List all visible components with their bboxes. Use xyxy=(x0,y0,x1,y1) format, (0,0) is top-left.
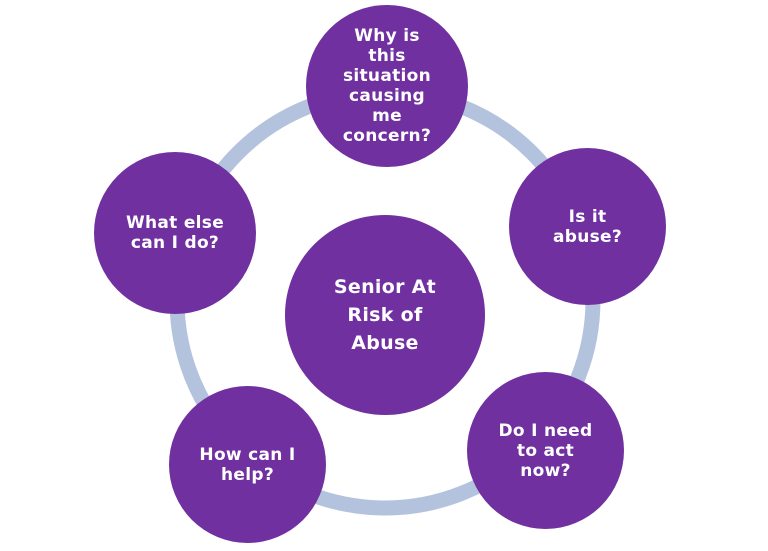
node-how-help-label: How can I help? xyxy=(199,444,296,485)
node-why-concern: Why is this situation causing me concern… xyxy=(306,5,468,167)
node-is-abuse: Is it abuse? xyxy=(509,148,666,305)
node-how-help: How can I help? xyxy=(169,386,326,543)
node-why-concern-label: Why is this situation causing me concern… xyxy=(342,26,432,146)
node-what-else-label: What else can I do? xyxy=(125,213,225,253)
node-is-abuse-label: Is it abuse? xyxy=(552,206,623,247)
node-act-now: Do I need to act now? xyxy=(467,372,624,529)
node-act-now-label: Do I need to act now? xyxy=(498,420,593,481)
center-node: Senior At Risk of Abuse xyxy=(285,215,485,415)
node-what-else: What else can I do? xyxy=(94,152,256,314)
center-node-label: Senior At Risk of Abuse xyxy=(333,276,437,354)
